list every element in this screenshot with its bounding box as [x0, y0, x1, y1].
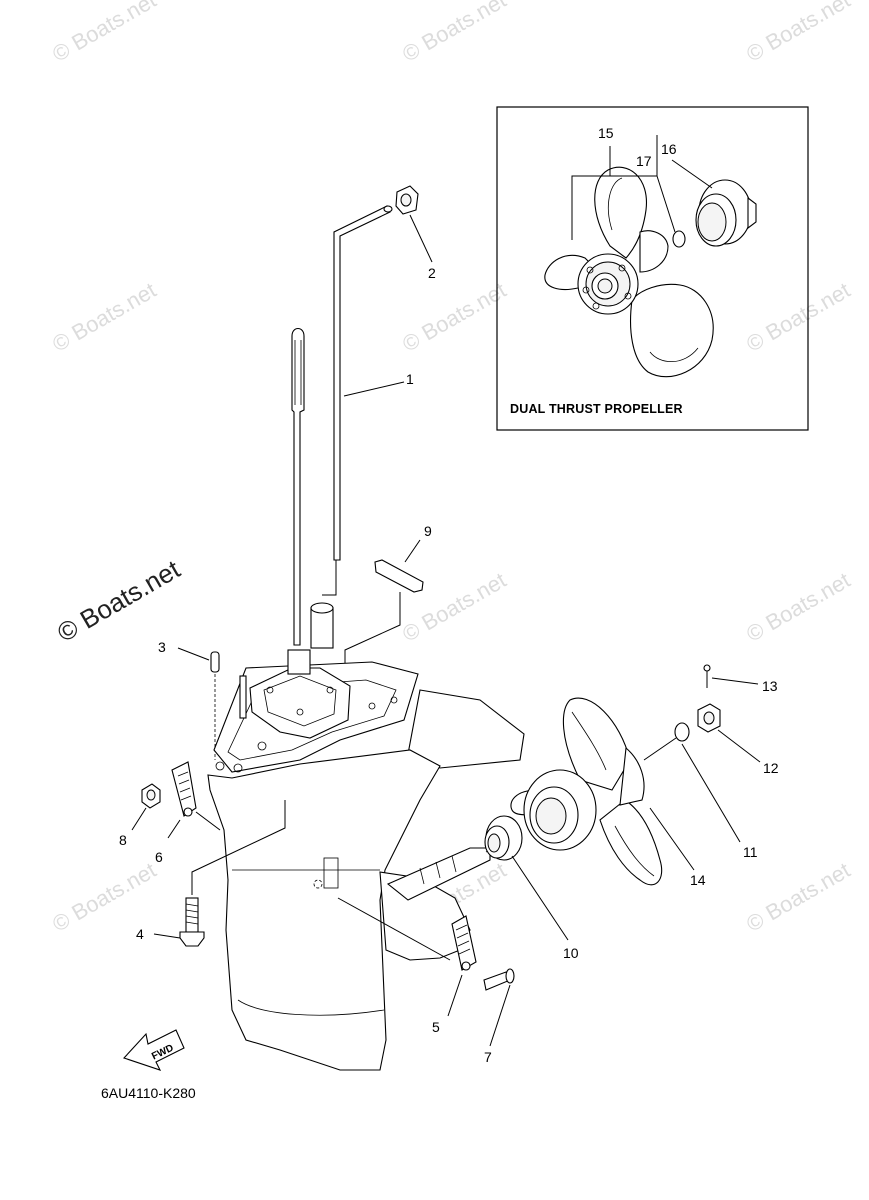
callout-1: 1 — [406, 371, 414, 387]
callout-8: 8 — [119, 832, 127, 848]
leader-16 — [671, 159, 713, 189]
water-tube-part — [333, 205, 393, 561]
nut-part-8 — [141, 783, 161, 809]
inset-washer — [672, 230, 686, 248]
inset-frame — [496, 106, 809, 431]
inset-bushing — [695, 179, 757, 247]
cotter-pin-part-13 — [703, 664, 711, 688]
leader-17 — [656, 175, 676, 233]
leader-15 — [571, 135, 658, 240]
spacer-part-10 — [484, 815, 523, 861]
callout-7: 7 — [484, 1049, 492, 1065]
anode-part-6 — [171, 761, 197, 817]
diagram-code: 6AU4110-K280 — [101, 1085, 196, 1101]
nut-part-12 — [697, 703, 721, 733]
inset-propeller — [544, 166, 714, 378]
callout-15: 15 — [598, 125, 614, 141]
callout-6: 6 — [155, 849, 163, 865]
tube-seal — [310, 602, 334, 649]
callout-9: 9 — [424, 523, 432, 539]
callout-5: 5 — [432, 1019, 440, 1035]
washer-part-11 — [674, 722, 690, 742]
callout-12: 12 — [763, 760, 779, 776]
callout-17: 17 — [636, 153, 652, 169]
fwd-arrow: FWD — [123, 1029, 185, 1071]
bolt-part-4 — [179, 897, 205, 947]
callout-11: 11 — [743, 844, 758, 860]
anode-part-5 — [451, 915, 477, 971]
screw-part-7 — [483, 968, 515, 991]
inset-title: DUAL THRUST PROPELLER — [510, 402, 683, 416]
callout-10: 10 — [563, 945, 579, 961]
propeller-part-14 — [510, 697, 663, 886]
callout-4: 4 — [136, 926, 144, 942]
callout-2: 2 — [428, 265, 436, 281]
callout-16: 16 — [661, 141, 677, 157]
seal-rubber-part — [374, 559, 424, 593]
grommet-part — [395, 185, 419, 215]
callout-13: 13 — [762, 678, 778, 694]
callout-14: 14 — [690, 872, 706, 888]
lower-case-housing — [207, 649, 525, 1071]
callout-3: 3 — [158, 639, 166, 655]
dowel-pin-part — [210, 651, 220, 673]
drive-shaft-part — [291, 327, 305, 646]
